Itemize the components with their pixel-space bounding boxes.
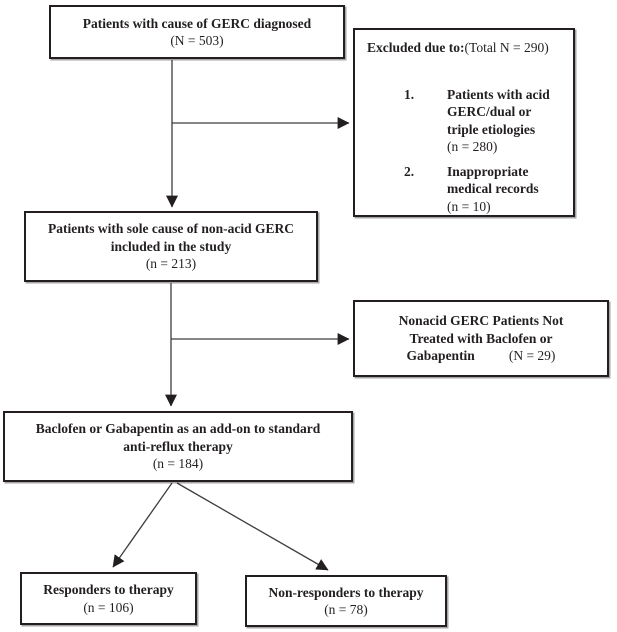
arrow-addon-to-non-responders	[176, 482, 329, 571]
excluded-item-1-line-2: GERC/dual or	[447, 104, 532, 119]
excluded-header-total: (Total N = 290)	[464, 40, 549, 55]
box-addon-therapy-title-2: anti-reflux therapy	[123, 438, 233, 454]
excluded-item-2-body: Inappropriate medical records (n = 10)	[447, 163, 539, 216]
box-responders-title: Responders to therapy	[43, 582, 174, 597]
box-not-treated-title-2: Treated with Baclofen or	[409, 330, 553, 346]
excluded-item-1: 1. Patients with acid GERC/dual or tripl…	[404, 86, 565, 156]
box-non-responders-title: Non-responders to therapy	[268, 584, 424, 600]
box-patients-diagnosed-title: Patients with cause of GERC diagnosed	[82, 15, 312, 31]
excluded-item-1-number: 1.	[404, 86, 415, 102]
box-not-treated-title-1: Nonacid GERC Patients Not	[398, 313, 564, 329]
box-not-treated-title-3-bold: Gabapentin	[406, 348, 475, 364]
box-sole-cause-title-2: included in the study	[110, 238, 232, 254]
box-non-responders: Non-responders to therapy (n = 78)	[245, 575, 447, 627]
box-not-treated-count: (N = 29)	[508, 348, 556, 364]
box-addon-therapy-count: (n = 184)	[152, 456, 204, 472]
excluded-item-1-body: Patients with acid GERC/dual or triple e…	[447, 86, 550, 156]
excluded-header-label: Excluded due to:	[367, 40, 465, 55]
box-non-responders-count: (n = 78)	[324, 602, 368, 617]
box-responders: Responders to therapy (n = 106)	[20, 572, 197, 625]
box-sole-cause: Patients with sole cause of non-acid GER…	[24, 211, 318, 282]
excluded-item-2-count: (n = 10)	[447, 198, 491, 214]
excluded-item-2: 2. Inappropriate medical records (n = 10…	[404, 163, 565, 216]
box-addon-therapy: Baclofen or Gabapentin as an add-on to s…	[3, 411, 353, 482]
box-responders-count: (n = 106)	[83, 599, 134, 615]
box-sole-cause-count: (n = 213)	[145, 256, 197, 272]
box-addon-therapy-title-1: Baclofen or Gabapentin as an add-on to s…	[35, 421, 321, 437]
box-patients-diagnosed: Patients with cause of GERC diagnosed (N…	[49, 5, 345, 59]
excluded-item-2-line-1: Inappropriate	[447, 163, 529, 179]
excluded-item-1-count: (n = 280)	[447, 139, 498, 154]
box-not-treated: Nonacid GERC Patients Not Treated with B…	[353, 300, 609, 377]
excluded-item-1-line-1: Patients with acid	[447, 86, 550, 102]
box-excluded: Excluded due to:(Total N = 290) 1. Patie…	[353, 28, 575, 217]
box-patients-diagnosed-count: (N = 503)	[170, 33, 224, 48]
box-not-treated-title-3: Gabapentin (N = 29)	[407, 347, 556, 365]
arrow-addon-to-responders	[112, 482, 173, 568]
excluded-item-2-line-2: medical records	[447, 181, 539, 196]
excluded-item-2-number: 2.	[404, 163, 415, 179]
excluded-item-1-line-3: triple etiologies	[447, 121, 536, 137]
box-excluded-header: Excluded due to:(Total N = 290)	[367, 39, 565, 57]
box-sole-cause-title-1: Patients with sole cause of non-acid GER…	[48, 221, 294, 237]
